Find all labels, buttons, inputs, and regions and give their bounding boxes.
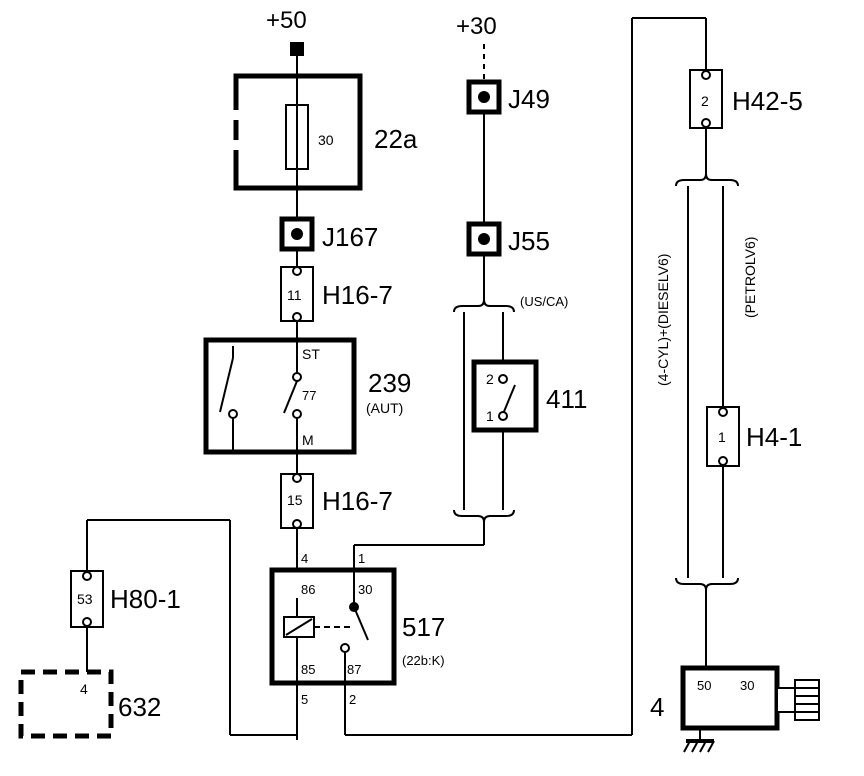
fuse-value: 30 bbox=[318, 132, 334, 148]
variant-brace-bottom bbox=[675, 577, 739, 591]
relay-239-m: M bbox=[302, 432, 314, 448]
starter-4-50: 50 bbox=[697, 678, 711, 693]
variant-left-label: (4-CYL)+(DIESELV6) bbox=[655, 254, 671, 386]
ground-icon bbox=[683, 728, 715, 753]
h4-1-pin: 1 bbox=[718, 429, 726, 445]
wire-pin-5: 5 bbox=[301, 692, 308, 707]
component-632-pin: 4 bbox=[80, 681, 88, 697]
j167-dot bbox=[291, 228, 303, 240]
switch-411-box bbox=[471, 359, 539, 433]
h80-1-pin: 53 bbox=[77, 591, 93, 607]
switch-411-pin1: 1 bbox=[486, 408, 494, 424]
relay-239-box bbox=[203, 337, 357, 455]
relay-517-85: 85 bbox=[301, 662, 315, 677]
h16-7-top-label: H16-7 bbox=[322, 280, 393, 310]
h42-5-pin: 2 bbox=[701, 93, 709, 109]
starter-4-id: 4 bbox=[650, 692, 664, 722]
fuse-id: 22a bbox=[374, 124, 418, 154]
starter-4-box bbox=[680, 665, 780, 731]
h16-7-top-pin: 11 bbox=[287, 287, 302, 303]
relay-517-id: 517 bbox=[402, 612, 445, 642]
us-ca-brace-bottom bbox=[453, 509, 515, 523]
relay-517-87: 87 bbox=[347, 662, 361, 677]
j55-label: J55 bbox=[508, 226, 550, 256]
h16-7-bottom-pin: 15 bbox=[287, 492, 303, 508]
relay-517-box bbox=[269, 567, 397, 686]
relay-239-st: ST bbox=[302, 346, 320, 362]
h80-1-label: H80-1 bbox=[110, 584, 181, 614]
relay-239-id: 239 bbox=[368, 368, 411, 398]
us-ca-brace-top bbox=[453, 299, 515, 313]
starter-4-30: 30 bbox=[740, 678, 754, 693]
fusebox-22a bbox=[233, 56, 363, 200]
h16-7-bottom-label: H16-7 bbox=[322, 486, 393, 516]
relay-239-sub: (AUT) bbox=[366, 400, 403, 416]
component-632-box bbox=[18, 669, 114, 739]
j167-label: J167 bbox=[322, 222, 378, 252]
variant-brace-top bbox=[675, 173, 739, 187]
wire-pin-4: 4 bbox=[301, 551, 308, 566]
plus50-terminal bbox=[290, 42, 304, 56]
wire-pin-1: 1 bbox=[358, 551, 365, 566]
relay-517-86: 86 bbox=[301, 582, 315, 597]
h42-5-label: H42-5 bbox=[732, 86, 803, 116]
relay-239-contact-top bbox=[292, 372, 302, 382]
switch-411-pin2: 2 bbox=[486, 371, 494, 387]
wire-pin-2: 2 bbox=[349, 692, 356, 707]
j49-label: J49 bbox=[508, 84, 550, 114]
h4-1-label: H4-1 bbox=[746, 422, 802, 452]
us-ca-label: (US/CA) bbox=[520, 294, 568, 309]
variant-right-label: (PETROLV6) bbox=[742, 237, 758, 318]
relay-239-77: 77 bbox=[302, 388, 316, 403]
plus30-label: +30 bbox=[456, 13, 497, 40]
starter-gear-icon bbox=[776, 679, 820, 721]
relay-517-sub: (22b:K) bbox=[402, 653, 445, 668]
plus50-label: +50 bbox=[266, 7, 307, 34]
switch-411-id: 411 bbox=[546, 384, 587, 414]
relay-517-30: 30 bbox=[358, 582, 372, 597]
component-632-id: 632 bbox=[118, 692, 161, 722]
